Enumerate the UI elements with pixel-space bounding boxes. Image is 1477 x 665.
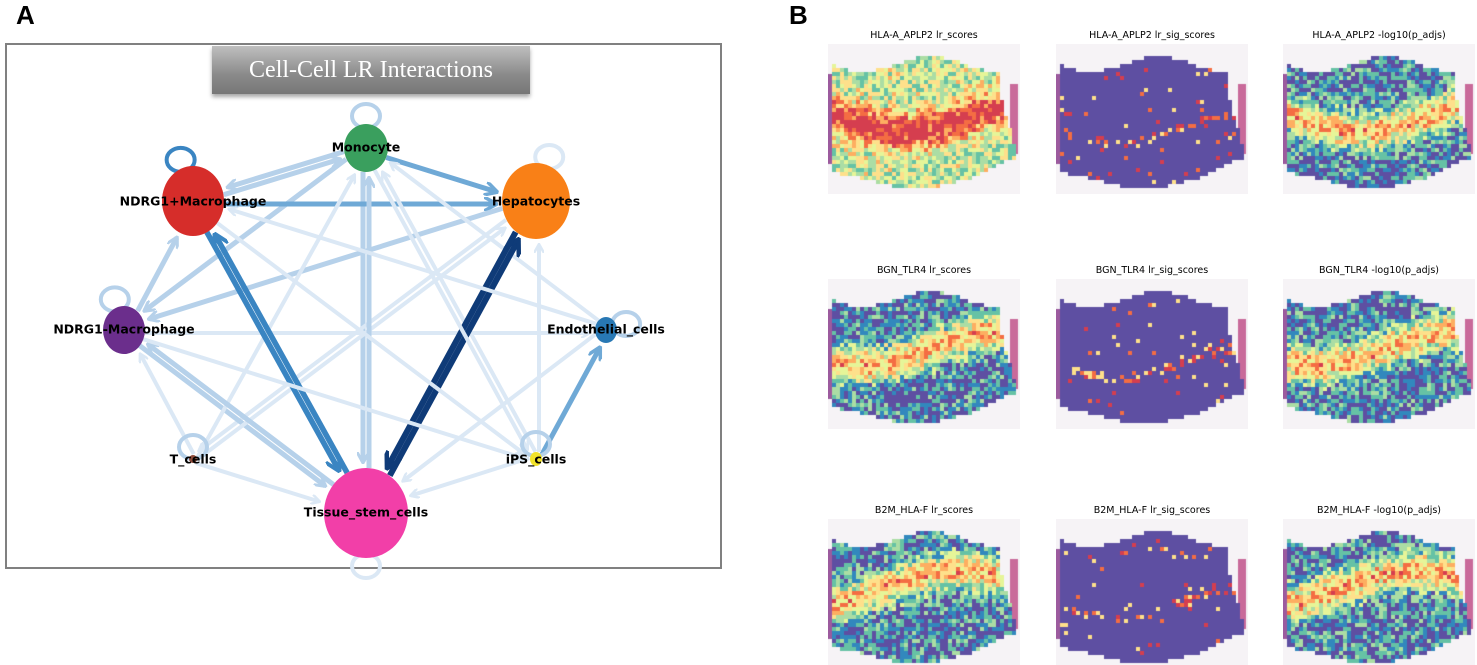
map-title: HLA-A_APLP2 lr_scores <box>870 30 978 41</box>
map-title: B2M_HLA-F -log10(p_adjs) <box>1317 505 1441 516</box>
edge-monocyte-to-ndrg1p <box>228 149 345 188</box>
node-label-ips: iPS_cells <box>506 452 567 468</box>
map-title: HLA-A_APLP2 lr_sig_scores <box>1089 30 1215 41</box>
node-ips <box>530 452 542 466</box>
spatial-map-2-2 <box>1056 279 1248 429</box>
edge-tissue-to-ndrg1m <box>148 344 336 487</box>
edge-ndrg1p-to-monocyte <box>223 159 340 198</box>
spatial-map-1-2 <box>1056 44 1248 194</box>
edge-ips-to-tissue <box>411 456 530 496</box>
edge-tcells-to-tissue <box>195 461 319 501</box>
edge-monocyte-to-ndrg1m <box>145 157 348 311</box>
node-ndrg1m <box>103 306 145 354</box>
map-title: BGN_TLR4 -log10(p_adjs) <box>1319 265 1439 276</box>
map-title: BGN_TLR4 lr_sig_scores <box>1095 265 1209 276</box>
edge-ips-to-monocyte <box>383 172 538 453</box>
node-endothelial <box>595 317 617 343</box>
spatial-map-3-3 <box>1283 519 1475 665</box>
edge-endothelial-to-monocyte <box>391 163 600 323</box>
edge-tcells-to-monocyte <box>195 175 357 458</box>
node-label-hepatocytes: Hepatocytes <box>492 194 580 209</box>
map-title: HLA-A_APLP2 -log10(p_adjs) <box>1312 30 1446 41</box>
edge-tissue-to-ndrg1p <box>215 234 350 475</box>
map-title: B2M_HLA-F lr_sig_scores <box>1093 505 1211 516</box>
network-title: Cell-Cell LR Interactions <box>212 46 530 94</box>
edge-endothelial-to-ndrg1p <box>229 209 597 326</box>
node-ndrg1p <box>162 166 224 236</box>
edge-hepatocytes-to-ndrg1m <box>149 206 504 319</box>
edge-hepatocytes-to-tcells <box>199 218 508 451</box>
spatial-map-1-1 <box>828 44 1020 194</box>
edge-ips-to-endothelial <box>539 348 600 456</box>
edge-ndrg1p-to-tissue <box>204 230 339 470</box>
spatial-map-3-2 <box>1056 519 1248 665</box>
node-label-monocyte: Monocyte <box>332 140 401 155</box>
spatial-map-1-3 <box>1283 44 1475 194</box>
map-title: B2M_HLA-F lr_scores <box>874 505 974 516</box>
node-label-ndrg1p: NDRG1+Macrophage <box>120 194 267 209</box>
node-monocyte <box>344 124 388 172</box>
spatial-map-2-3 <box>1283 279 1475 429</box>
map-title: BGN_TLR4 lr_scores <box>876 265 972 276</box>
edge-monocyte-to-hepatocytes <box>385 155 496 191</box>
node-label-endothelial: Endothelial_cells <box>547 322 665 338</box>
spatial-map-3-1 <box>828 519 1020 665</box>
edge-tissue-to-hepatocytes <box>387 240 518 478</box>
node-label-tcells: T_cells <box>170 452 217 468</box>
node-tcells <box>189 455 197 463</box>
panel-a-letter: A <box>16 0 35 30</box>
node-tissue <box>324 468 408 558</box>
panel-b-letter: B <box>789 0 808 30</box>
spatial-map-2-1 <box>828 279 1020 429</box>
edge-ndrg1p-to-ips <box>215 221 524 454</box>
edge-ndrg1m-to-ndrg1p <box>135 238 179 313</box>
node-label-tissue: Tissue_stem_cells <box>304 505 428 521</box>
network-frame <box>5 43 722 569</box>
node-hepatocytes <box>502 163 570 239</box>
edge-ndrg1m-to-tissue <box>138 343 325 486</box>
edge-hepatocytes-to-tissue <box>387 230 519 467</box>
node-label-ndrg1m: NDRG1-Macrophage <box>53 322 194 337</box>
edge-monocyte-to-ips <box>372 169 528 449</box>
edge-ndrg1m-to-ips <box>142 337 523 458</box>
edge-endothelial-to-tissue <box>403 333 597 481</box>
